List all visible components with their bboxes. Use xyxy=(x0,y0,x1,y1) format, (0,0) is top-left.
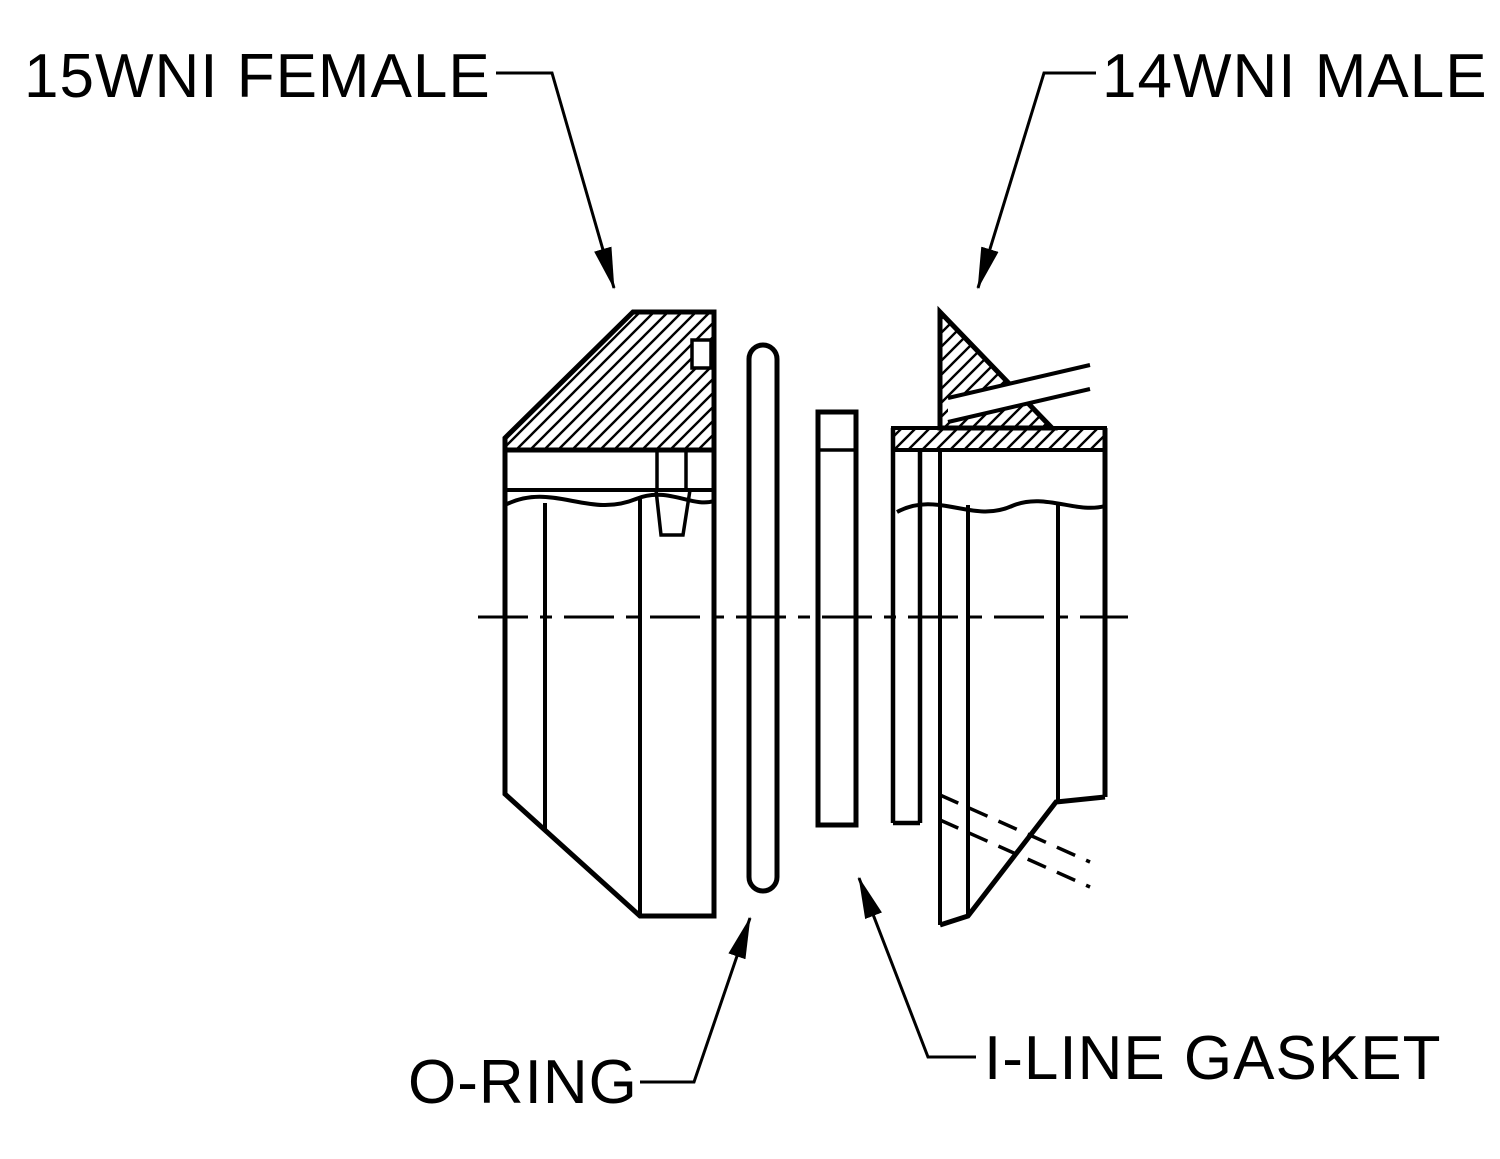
female-fitting-section xyxy=(502,309,717,919)
male-break-line xyxy=(896,499,1106,514)
male-hidden-lug-lines xyxy=(939,793,1091,889)
female-seat-lug xyxy=(654,488,693,537)
leader-gasket xyxy=(857,876,976,1059)
leader-lines xyxy=(496,71,1096,1084)
label-female-fitting: 15WNI FEMALE xyxy=(24,42,491,111)
female-flange-notch xyxy=(690,338,713,370)
leader-female xyxy=(496,71,616,290)
male-bottom-profile xyxy=(939,794,1106,928)
male-band-hatched xyxy=(891,426,1107,452)
female-break-line xyxy=(504,492,715,508)
male-pilot-nose xyxy=(890,428,923,826)
male-fitting-section xyxy=(890,305,1108,928)
male-lug-lines xyxy=(947,363,1091,424)
leader-oring xyxy=(640,916,752,1084)
label-male-fitting: 14WNI MALE xyxy=(1102,42,1488,111)
female-seat-step xyxy=(655,450,688,490)
male-lug-gap xyxy=(948,372,1056,422)
male-body-lines xyxy=(938,450,1060,925)
label-i-line-gasket: I-LINE GASKET xyxy=(984,1024,1442,1093)
female-flange-hatched xyxy=(502,309,717,453)
female-bore-lines xyxy=(543,497,642,916)
leader-male xyxy=(976,71,1096,290)
label-o-ring: O-RING xyxy=(408,1048,638,1117)
